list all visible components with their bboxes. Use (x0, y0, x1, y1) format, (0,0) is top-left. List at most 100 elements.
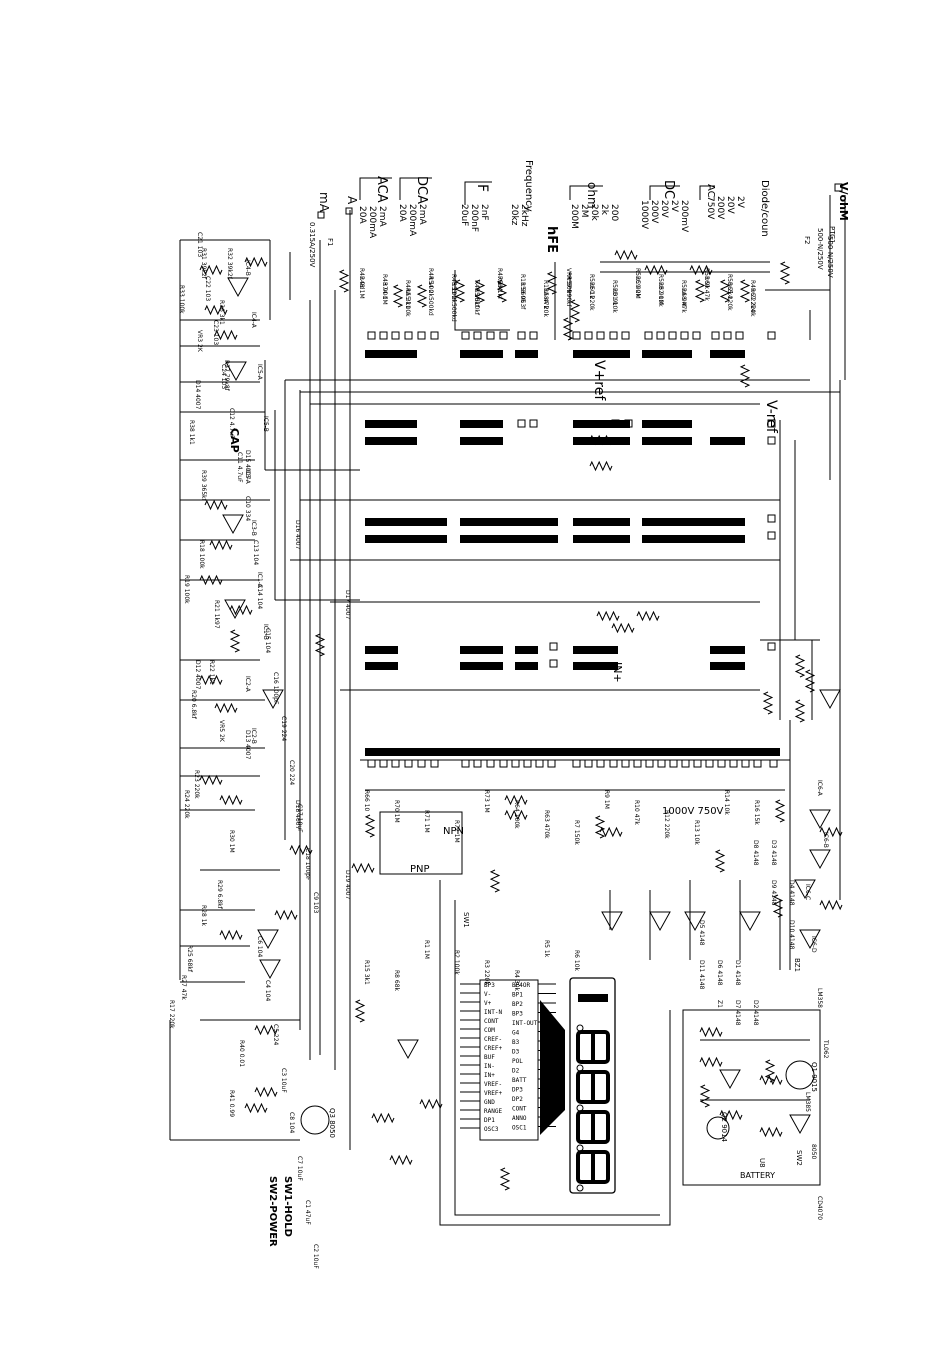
contact-pad-0-16 (621, 331, 630, 340)
resistor-h-22 (689, 264, 713, 276)
contact-pad-1-4 (767, 419, 776, 428)
resistor-label-56: R68 47k (680, 288, 687, 313)
resistor-h-14 (219, 929, 243, 941)
cap-label-15: C9 103 (312, 892, 319, 914)
resistor-v-12 (779, 261, 791, 285)
resistor-label-2: R33 100k (178, 285, 185, 314)
contact-pad-7-12 (535, 759, 544, 768)
resistor-h-31 (351, 862, 375, 874)
label-dca: DCA (414, 176, 429, 204)
range-ohm-2: 20k (589, 204, 599, 221)
resistor-h-36 (719, 1109, 743, 1121)
resistor-h-16 (254, 1086, 278, 1098)
resistor-h-20 (614, 249, 638, 261)
adc-pin-left-1: V- (484, 991, 491, 998)
switch-bar-0-1 (460, 350, 503, 358)
cap-label-2: C23 103 (212, 320, 219, 345)
resistor-v-9 (694, 279, 706, 303)
contact-pad-7-2 (391, 759, 400, 768)
contact-pad-7-24 (693, 759, 702, 768)
fuse-label-3: F2 (803, 236, 811, 244)
resistor-label-67: R7 150k (573, 820, 580, 845)
contact-pad-1-2 (611, 419, 620, 428)
resistor-h-6 (199, 574, 223, 586)
resistor-label-57: R69 47k (703, 276, 710, 301)
resistor-h-15 (254, 1024, 278, 1036)
contact-pad-7-4 (417, 759, 426, 768)
resistor-h-4 (204, 499, 228, 511)
resistor-label-65: R64 100k (513, 800, 520, 829)
resistor-v-2 (416, 284, 428, 308)
resistor-v-1 (392, 284, 404, 308)
resistor-label-12: R20 6.8kf (190, 690, 197, 720)
resistor-label-19: R25 68kf (186, 945, 193, 973)
diode-label-12: D5 4148 (698, 920, 705, 946)
resistor-v-26 (794, 699, 806, 723)
cap-label-17: C4 104 (264, 980, 271, 1002)
resistor-label-76: R1 1M (423, 940, 430, 959)
resistor-label-31: R11 560k (519, 274, 526, 303)
adc-pin-right-7: D3 (512, 1049, 520, 1056)
diode-label-9: D2 4148 (752, 1000, 759, 1026)
lcd-digits (576, 994, 610, 1192)
resistor-label-21: R17 220k (168, 1000, 175, 1029)
resistor-label-68: R9 1M (603, 790, 610, 809)
ic-label-6: IC1-A (256, 572, 263, 589)
adc-pin-right-3: BP3 (512, 1011, 523, 1018)
resistor-h-11 (219, 794, 243, 806)
resistor-label-5: R37 79k8f (223, 360, 230, 392)
resistor-v-21 (714, 849, 726, 873)
diode-label-17: D10 4148 (788, 920, 795, 950)
adc-pin-left-15: DP1 (484, 1117, 495, 1124)
resistor-v-19 (499, 1167, 511, 1191)
switch-label-5: BZ1 (793, 958, 801, 972)
op-amp-6 (259, 959, 281, 980)
lcd-dp-4 (576, 1184, 584, 1192)
op-amp-17 (719, 1069, 741, 1090)
resistor-label-33: VR4 50k (565, 268, 572, 294)
ic-label-13: IC6-D (810, 936, 817, 953)
diode-label-18: D11 4148 (698, 960, 705, 990)
cap-label-6: C10 334 (244, 496, 251, 521)
contact-pad-7-8 (486, 759, 495, 768)
resistor-label-16: R30 1M (228, 830, 235, 853)
resistor-label-52: R60 220k (588, 282, 595, 311)
resistor-label-28: R45 100f (450, 274, 457, 302)
diode-label-6: D18 4007 (294, 800, 301, 830)
contact-pad-7-20 (645, 759, 654, 768)
diode-label-8: D1 4148 (734, 960, 741, 986)
contact-pad-5-1 (767, 642, 776, 651)
range-ohm-1: 2M (579, 204, 589, 218)
resistor-label-48: R56 1kf (496, 276, 503, 300)
contact-pad-0-18 (656, 331, 665, 340)
resistor-v-18 (594, 815, 606, 839)
label-hold: SW1-HOLD (282, 1176, 293, 1237)
range-freq-1: 2kHz (519, 204, 529, 227)
label-hfe: hFE (544, 226, 559, 253)
adc-pin-left-11: VREF- (484, 1081, 502, 1088)
op-amp-10 (794, 879, 816, 900)
resistor-v-27 (229, 629, 241, 653)
cap-label-9: C15 104 (264, 628, 271, 653)
switch-bar-0-0 (365, 350, 417, 358)
contact-pad-0-23 (723, 331, 732, 340)
resistor-v-8 (562, 317, 574, 341)
transistors (300, 1060, 815, 1140)
ic-label-0: IC4-B (244, 260, 251, 276)
diode-label-13: D6 4148 (716, 960, 723, 986)
switch-bar-0-4 (642, 350, 692, 358)
range-freq-0: 20kz (509, 204, 519, 226)
resistor-h-32 (819, 826, 843, 838)
adc-pin-left-0: BP3 (484, 982, 495, 989)
adc-pin-left-5: COM (484, 1027, 495, 1034)
range-dcv-0: 1000V (639, 200, 649, 230)
op-amp-11 (799, 929, 821, 950)
resistor-h-24 (611, 622, 635, 634)
resistor-label-75: R8 68k (393, 970, 400, 992)
resistor-label-20: R27 47k (180, 975, 187, 1000)
switch-bar-6-0 (365, 662, 398, 670)
op-amp-1 (225, 361, 247, 382)
cap-label-16: C6 104 (256, 936, 263, 958)
adc-pin-left-8: BUF (484, 1054, 495, 1061)
